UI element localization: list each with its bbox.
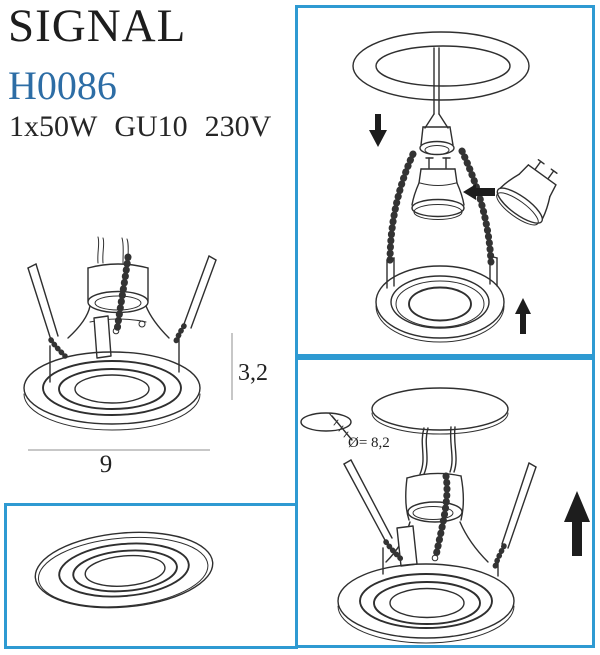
panel-install-bulb-step <box>295 5 595 357</box>
model-number: H0086 <box>8 63 117 108</box>
install-bulb-drawing <box>352 31 558 343</box>
drill-hole <box>300 412 353 441</box>
spring-clip-left <box>343 459 404 575</box>
spring-clip-left <box>27 263 68 383</box>
hanging-lamp-holder <box>419 126 455 156</box>
down-arrow-icon <box>369 114 387 147</box>
spec-voltage: 230V <box>204 110 272 143</box>
trim-ring <box>337 563 515 644</box>
ceiling-disc <box>371 387 509 435</box>
dimension-height-label: 3,2 <box>238 360 268 386</box>
coiled-cable <box>432 472 451 560</box>
hanging-trim-ring <box>375 255 505 343</box>
fixture-housing <box>385 521 489 567</box>
spec-wattage: 1x50W <box>9 110 98 143</box>
suspension-coil-left <box>386 150 417 267</box>
coiled-cable <box>113 253 132 335</box>
mains-wires <box>419 426 457 475</box>
spec-socket: GU10 <box>114 110 188 143</box>
lift-up-arrow-icon <box>564 491 590 556</box>
dimension-width-label: 9 <box>99 451 113 478</box>
suspension-coil-right <box>458 147 495 266</box>
panel-install-ceiling-step <box>295 357 595 648</box>
pendant-cable <box>424 47 449 129</box>
product-title: SIGNAL <box>8 0 187 52</box>
cable-eyelet <box>112 327 120 335</box>
spring-clip-right <box>492 462 537 577</box>
gu10-bulb <box>411 157 465 220</box>
lamp-holder <box>404 472 464 523</box>
supply-wires <box>97 236 129 264</box>
trim-top-view-drawing <box>34 531 214 609</box>
cable-eyelet <box>431 554 439 562</box>
fixture-housing <box>67 305 170 359</box>
insert-left-arrow-icon <box>463 184 495 200</box>
spare-gu10-bulb <box>496 159 558 226</box>
fixture-side-view-drawing <box>23 236 233 451</box>
specs-line: 1x50W GU10 230V <box>9 112 271 142</box>
ceiling-cutout <box>352 31 530 101</box>
up-arrow-icon <box>515 298 531 334</box>
trim-ring <box>23 351 201 431</box>
panel-trim-top-view <box>4 503 298 649</box>
trim-ring-top <box>34 531 214 609</box>
install-ceiling-drawing <box>300 387 590 644</box>
spring-clip-right <box>172 255 217 373</box>
hole-diameter-label: Ø= 8,2 <box>348 435 390 451</box>
